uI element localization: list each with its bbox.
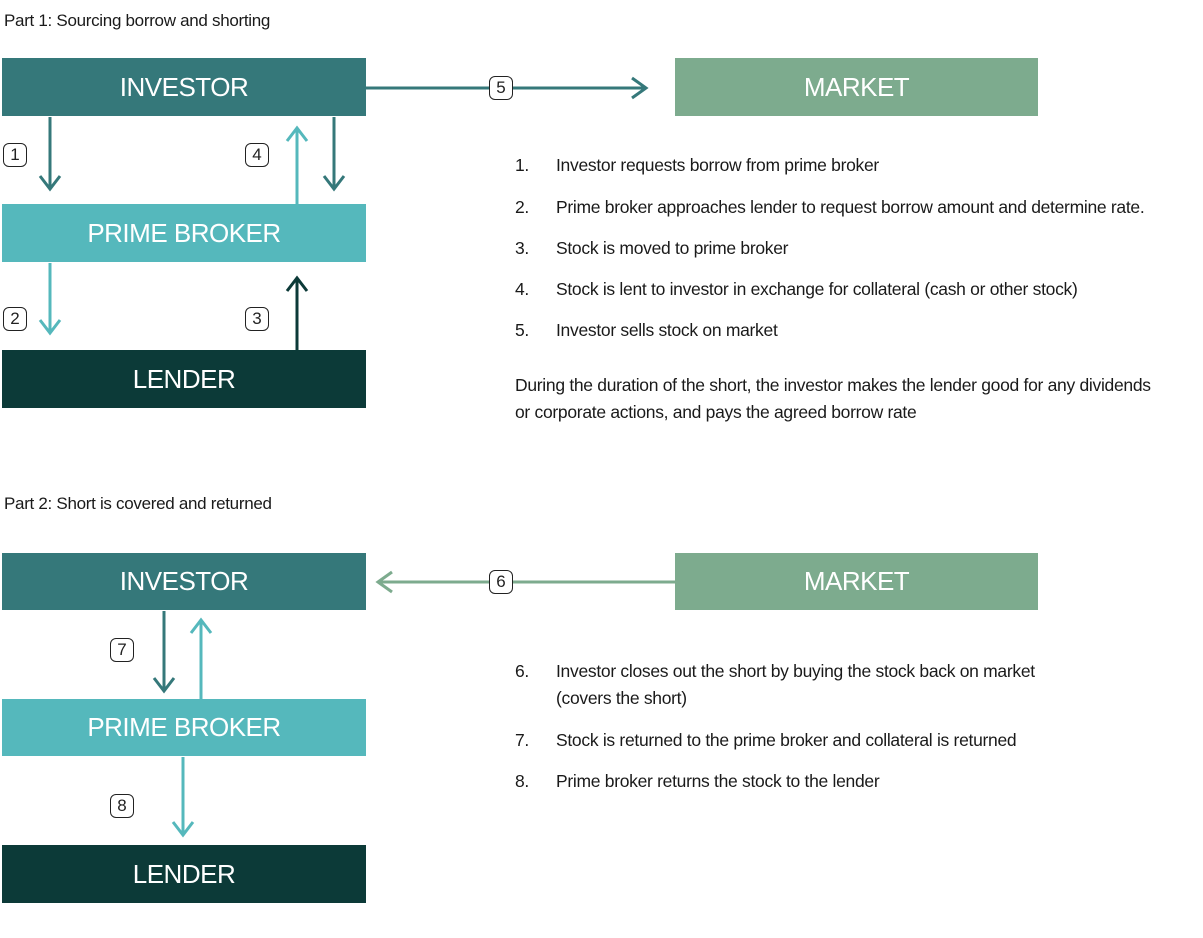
part2-prime-broker-box: PRIME BROKER (2, 699, 366, 756)
step-3-text: Stock is moved to prime broker (556, 238, 789, 258)
part2-market-box: MARKET (675, 553, 1038, 610)
arrow-7-investor-to-broker (152, 611, 176, 694)
step-5-number: 5. (515, 320, 529, 340)
duration-note-line1: During the duration of the short, the in… (515, 375, 1151, 395)
badge-5: 5 (489, 76, 513, 100)
step-6-number: 6. (515, 661, 529, 681)
part1-market-box: MARKET (675, 58, 1038, 116)
step-4-text: Stock is lent to investor in exchange fo… (556, 279, 1078, 299)
step-5-text: Investor sells stock on market (556, 320, 778, 340)
badge-4: 4 (245, 143, 269, 167)
step-8-number: 8. (515, 771, 529, 791)
step-3-number: 3. (515, 238, 529, 258)
step-1-text: Investor requests borrow from prime brok… (556, 155, 879, 175)
part1-investor-box: INVESTOR (2, 58, 366, 116)
arrow-1-investor-to-broker (38, 117, 62, 192)
step-1-number: 1. (515, 155, 529, 175)
badge-2: 2 (3, 307, 27, 331)
arrow-8-broker-to-lender (171, 757, 195, 838)
part1-prime-broker-box: PRIME BROKER (2, 204, 366, 262)
part1-lender-box: LENDER (2, 350, 366, 408)
arrow-4-broker-to-investor (285, 125, 309, 204)
part2-lender-box: LENDER (2, 845, 366, 903)
arrow-3-lender-to-broker (285, 275, 309, 350)
step-6-text-line2: (covers the short) (556, 688, 687, 708)
arrow-2-broker-to-lender (38, 263, 62, 336)
step-7-number: 7. (515, 730, 529, 750)
arrow-broker-to-investor-collateral (189, 617, 213, 699)
part2-title: Part 2: Short is covered and returned (4, 494, 272, 513)
arrow-investor-to-broker-collateral (322, 117, 346, 192)
part2-investor-box: INVESTOR (2, 553, 366, 610)
step-8-text: Prime broker returns the stock to the le… (556, 771, 880, 791)
step-4-number: 4. (515, 279, 529, 299)
badge-8: 8 (110, 794, 134, 818)
step-6-text: Investor closes out the short by buying … (556, 661, 1035, 681)
duration-note-line2: or corporate actions, and pays the agree… (515, 402, 917, 422)
step-2-text: Prime broker approaches lender to reques… (556, 197, 1145, 217)
badge-6: 6 (489, 570, 513, 594)
badge-1: 1 (3, 143, 27, 167)
step-7-text: Stock is returned to the prime broker an… (556, 730, 1017, 750)
arrow-6-market-to-investor (375, 570, 675, 594)
part1-title: Part 1: Sourcing borrow and shorting (4, 11, 271, 30)
badge-3: 3 (245, 307, 269, 331)
badge-7: 7 (110, 638, 134, 662)
step-2-number: 2. (515, 197, 529, 217)
